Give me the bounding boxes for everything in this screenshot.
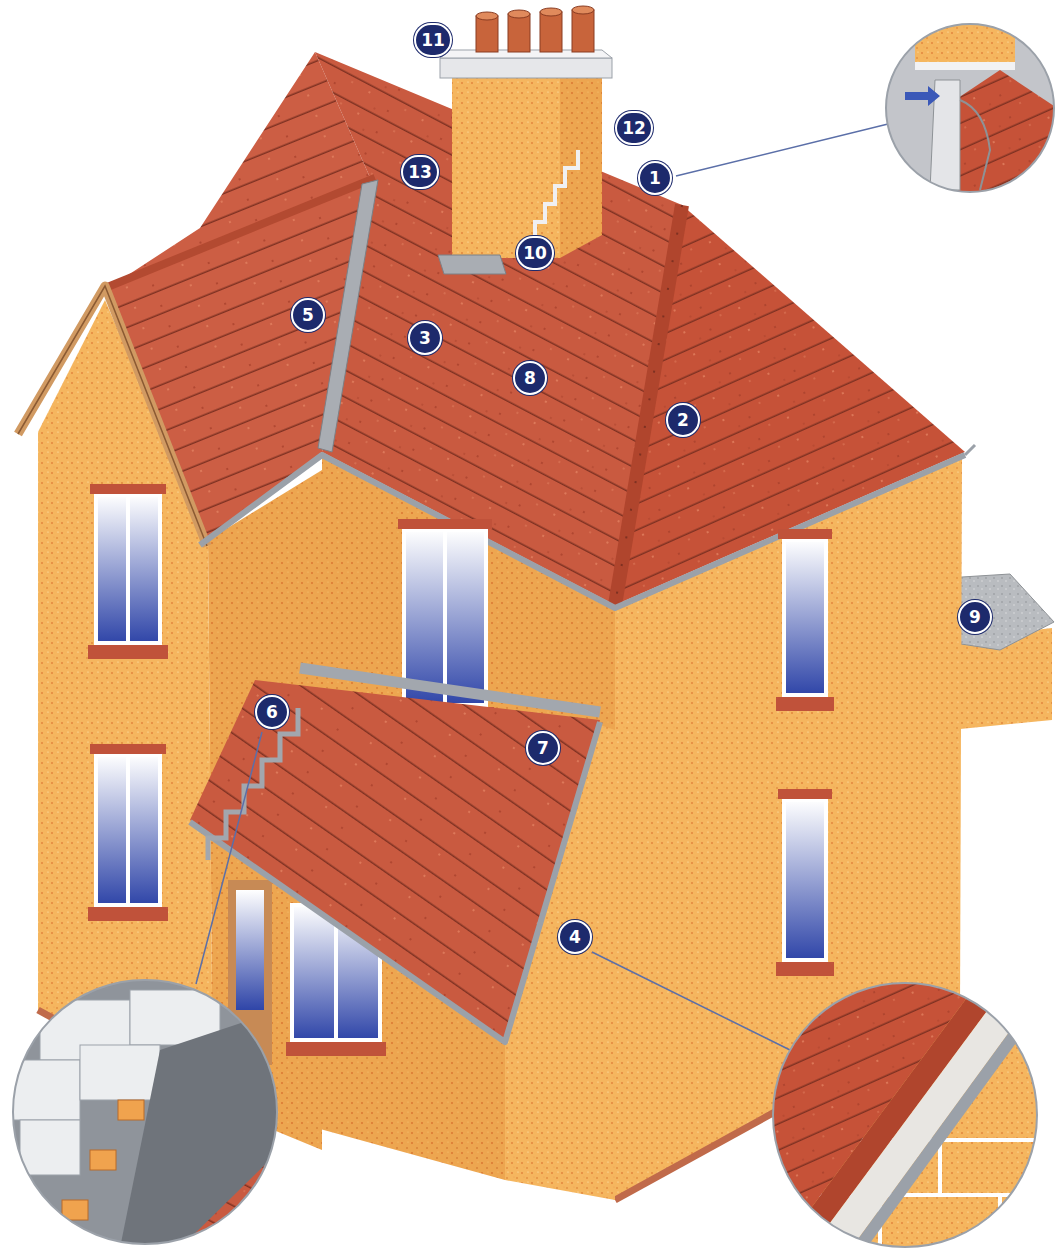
callout-number: 2 xyxy=(666,403,700,437)
callout-number: 1 xyxy=(638,161,672,195)
callout-number: 13 xyxy=(401,155,439,189)
callout-number: 12 xyxy=(615,111,653,145)
callout-number: 3 xyxy=(408,321,442,355)
callout-number: 8 xyxy=(513,361,547,395)
callout-number: 7 xyxy=(526,731,560,765)
callout-number: 10 xyxy=(516,236,554,270)
callout-number: 4 xyxy=(558,920,592,954)
callout-number: 6 xyxy=(255,695,289,729)
callout-number: 9 xyxy=(958,600,992,634)
callout-number: 11 xyxy=(414,23,452,57)
callout-number: 5 xyxy=(291,298,325,332)
